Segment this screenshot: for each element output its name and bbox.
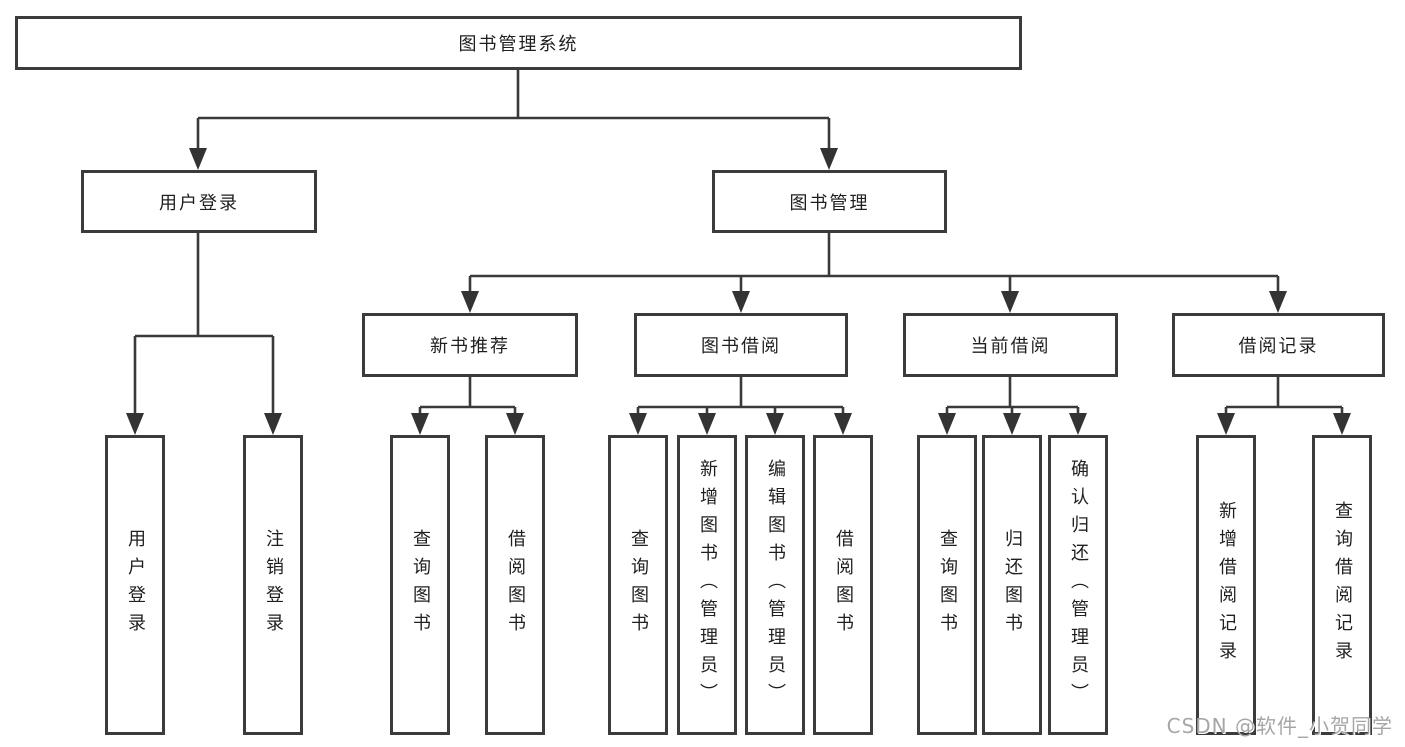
arrowheads-book-borrow-leaves: [629, 413, 852, 435]
connector-book-borrow-to-leaves: [636, 377, 845, 415]
node-borrow-records-label: 借阅记录: [1238, 336, 1319, 357]
node-leaf-edit-book-admin-label: 编辑图书（管理员）: [765, 459, 786, 711]
node-leaf-query-book-3-label: 查询图书: [937, 529, 958, 641]
node-current-borrow: 当前借阅: [903, 313, 1118, 377]
node-root: 图书管理系统: [15, 16, 1022, 70]
node-current-borrow-label: 当前借阅: [970, 336, 1051, 357]
node-leaf-add-book-admin-label: 新增图书（管理员）: [697, 459, 718, 711]
node-leaf-add-borrow-record: 新增借阅记录: [1196, 435, 1256, 735]
node-leaf-query-book-1-label: 查询图书: [410, 529, 431, 641]
node-leaf-query-book-3: 查询图书: [917, 435, 977, 735]
node-leaf-query-borrow-record-label: 查询借阅记录: [1332, 501, 1353, 669]
node-leaf-add-borrow-record-label: 新增借阅记录: [1216, 501, 1237, 669]
node-book-borrow: 图书借阅: [634, 313, 848, 377]
connector-book-management-to-level3: [468, 233, 1280, 293]
node-leaf-query-book-2-label: 查询图书: [628, 529, 649, 641]
connector-new-book-recommend-to-leaves: [418, 377, 517, 415]
node-leaf-borrow-book-1: 借阅图书: [485, 435, 545, 735]
watermark: CSDN @软件_小贺同学: [1166, 714, 1393, 738]
connector-root-to-level2: [196, 70, 831, 150]
node-leaf-user-login-label: 用户登录: [125, 529, 146, 641]
node-root-label: 图书管理系统: [458, 34, 579, 55]
arrowheads-current-borrow-leaves: [938, 413, 1087, 435]
node-leaf-borrow-book-2: 借阅图书: [813, 435, 873, 735]
arrowheads-level2: [189, 148, 838, 170]
arrowheads-level3: [461, 291, 1287, 313]
node-leaf-query-book-2: 查询图书: [608, 435, 668, 735]
node-leaf-borrow-book-1-label: 借阅图书: [505, 529, 526, 641]
node-book-management-label: 图书管理: [789, 192, 870, 214]
node-book-management: 图书管理: [712, 170, 947, 233]
node-leaf-borrow-book-2-label: 借阅图书: [833, 529, 854, 641]
node-user-login-label: 用户登录: [159, 192, 239, 214]
node-book-borrow-label: 图书借阅: [701, 336, 781, 357]
node-leaf-user-login: 用户登录: [105, 435, 165, 735]
node-leaf-add-book-admin: 新增图书（管理员）: [677, 435, 737, 735]
node-borrow-records: 借阅记录: [1172, 313, 1385, 377]
connector-borrow-records-to-leaves: [1224, 377, 1344, 415]
node-leaf-query-book-1: 查询图书: [390, 435, 450, 735]
node-user-login: 用户登录: [81, 170, 317, 233]
node-leaf-return-book-label: 归还图书: [1002, 529, 1023, 641]
node-leaf-query-borrow-record: 查询借阅记录: [1312, 435, 1372, 735]
node-new-book-recommend: 新书推荐: [362, 313, 578, 377]
node-leaf-logout: 注销登录: [243, 435, 303, 735]
node-leaf-confirm-return-admin: 确认归还（管理员）: [1048, 435, 1108, 735]
node-leaf-edit-book-admin: 编辑图书（管理员）: [745, 435, 805, 735]
node-leaf-return-book: 归还图书: [982, 435, 1042, 735]
connector-user-login-to-leaves: [133, 233, 275, 415]
connector-current-borrow-to-leaves: [945, 377, 1080, 415]
node-new-book-recommend-label: 新书推荐: [430, 336, 510, 357]
arrowheads-new-book-recommend-leaves: [411, 413, 524, 435]
node-leaf-logout-label: 注销登录: [263, 529, 284, 641]
arrowheads-borrow-records-leaves: [1217, 413, 1351, 435]
node-leaf-confirm-return-admin-label: 确认归还（管理员）: [1068, 459, 1089, 711]
arrowheads-user-login-leaves: [126, 413, 282, 435]
